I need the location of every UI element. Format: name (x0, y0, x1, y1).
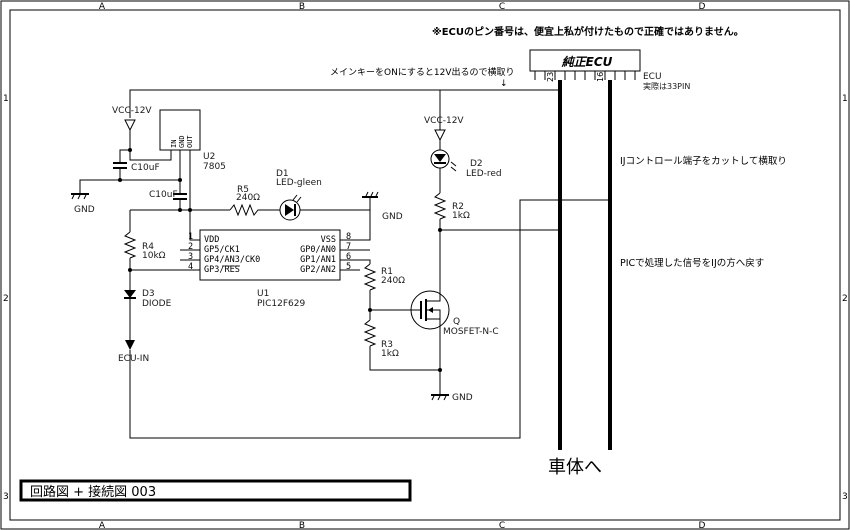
u1-pin6-name: GP1/AN1 (300, 255, 336, 265)
r5-value: 240Ω (236, 193, 260, 203)
ij-cut-note: IJコントロール端子をカットして横取り (620, 155, 787, 167)
row-label-2: 2 (3, 294, 9, 304)
gnd-left-label: GND (74, 205, 95, 215)
c1-value: C10uF (131, 163, 160, 173)
r1-ref: R1 (381, 267, 393, 277)
gnd-bottom-label: GND (452, 393, 473, 403)
q-value: MOSFET-N-C (443, 327, 499, 337)
row-label-1-right: 1 (842, 94, 848, 104)
ecu-pin-count-note: 実際は33PIN (643, 81, 690, 91)
u1-ref: U1 (257, 289, 269, 299)
down-arrow: ↓ (500, 79, 508, 89)
r4-resistor (123, 231, 137, 259)
row-label-3-right: 3 (842, 492, 848, 502)
r3-ref: R3 (381, 340, 393, 350)
gnd-mid-label: GND (382, 212, 403, 222)
u1-pin2-name: GP5/CK1 (204, 245, 240, 255)
col-label-a: A (99, 2, 106, 12)
q-mosfet (410, 290, 450, 330)
col-label-a-bottom: A (99, 521, 106, 530)
d3-ref: D3 (142, 289, 155, 299)
u1-pin4-name: GP3/RES (204, 265, 240, 275)
u2-value: 7805 (203, 162, 226, 172)
r2-ref: R2 (452, 202, 464, 212)
vcc-line (129, 89, 560, 118)
u1-pin7-name: GP0/AN0 (300, 245, 336, 255)
ecu-in-wire (129, 199, 610, 439)
u1-pin1-name: VDD (204, 235, 219, 245)
ground-symbol-bottom (431, 394, 449, 401)
ecu-title: 純正ECU (561, 55, 613, 69)
r1-resistor (363, 263, 377, 291)
u1-pin5-num: 5 (346, 262, 351, 272)
pic-return-note: PICで処理した信号をIJの方へ戻す (620, 257, 764, 269)
u2-pin-gnd: GND (178, 135, 186, 148)
r5-ref: R5 (237, 185, 249, 195)
ecu-in-port-icon (125, 340, 135, 350)
u1-pin3-name: GP4/AN3/CK0 (204, 255, 260, 265)
vcc-right-symbol (434, 129, 446, 142)
col-label-d-bottom: D (699, 521, 706, 530)
r2-resistor (433, 192, 447, 220)
c2-value: C10uF (149, 190, 178, 200)
to-body-label: 車体へ (548, 457, 602, 478)
u2-ref: U2 (203, 152, 215, 162)
col-label-c: C (499, 2, 505, 12)
ground-symbol-left (71, 193, 89, 200)
u1-pin8-num: 8 (346, 232, 351, 242)
u1-pic12f629 (199, 229, 341, 281)
r4-value: 10kΩ (142, 251, 166, 261)
r1-value: 240Ω (381, 276, 405, 286)
d2-value: LED-red (466, 169, 502, 179)
d3-value: DIODE (142, 299, 172, 309)
vcc-right-label: VCC-12V (424, 116, 464, 126)
d2-ref: D2 (470, 159, 483, 169)
junction (558, 88, 562, 92)
row-label-1: 1 (3, 94, 9, 104)
r4-ref: R4 (142, 242, 154, 252)
u1-pin1-num: 1 (188, 232, 193, 242)
u1-pin5-name: GP2/AN2 (300, 265, 336, 275)
q-ref: Q (453, 317, 460, 327)
title-block (19, 479, 412, 502)
u1-pin4-num: 4 (188, 262, 193, 272)
title-text: 回路図 + 接続図 003 (30, 484, 156, 500)
row-label-3: 3 (3, 492, 9, 502)
vcc-left-symbol (124, 119, 136, 132)
u2-pin-in: IN (170, 140, 178, 148)
main-key-note: メインキーをONにすると12V出るので横取り (330, 66, 515, 78)
col-label-c-bottom: C (499, 521, 505, 530)
col-label-d: D (699, 2, 706, 12)
d1-led-green (279, 194, 302, 221)
ecu-in-label: ECU-IN (118, 354, 149, 364)
d1-value: LED-gleen (276, 178, 322, 188)
u1-pin2-num: 2 (188, 242, 193, 252)
u2-pin-out: OUT (186, 135, 194, 148)
u1-pin3-num: 3 (188, 252, 193, 262)
vcc-left-label: VCC-12V (112, 106, 152, 116)
u1-pin6-num: 6 (346, 252, 351, 262)
r2-value: 1kΩ (452, 211, 470, 221)
r3-value: 1kΩ (381, 349, 399, 359)
r3-resistor (363, 319, 377, 347)
u1-pin8-name: VSS (321, 235, 336, 245)
d1-ref: D1 (276, 169, 289, 179)
r5-resistor (229, 203, 280, 217)
col-label-b-bottom: B (299, 521, 305, 530)
col-label-b: B (299, 2, 305, 12)
d3-diode (124, 290, 136, 299)
ecu-pin-stubs (534, 71, 636, 80)
u1-value: PIC12F629 (257, 299, 305, 309)
u1-pin7-num: 7 (346, 242, 351, 252)
inner-frame (9, 9, 841, 521)
d2-led-red (430, 149, 457, 172)
ground-symbol-mid (362, 191, 379, 198)
pin-number-note: ※ECUのピン番号は、便宜上私が付けたもので正確ではありません。 (432, 25, 744, 38)
ecu-ref: ECU (643, 72, 662, 82)
ecu-pin-16-label: 16 (596, 72, 605, 82)
row-label-2-right: 2 (842, 294, 848, 304)
ecu-pin-23-label: 23 (546, 72, 555, 82)
